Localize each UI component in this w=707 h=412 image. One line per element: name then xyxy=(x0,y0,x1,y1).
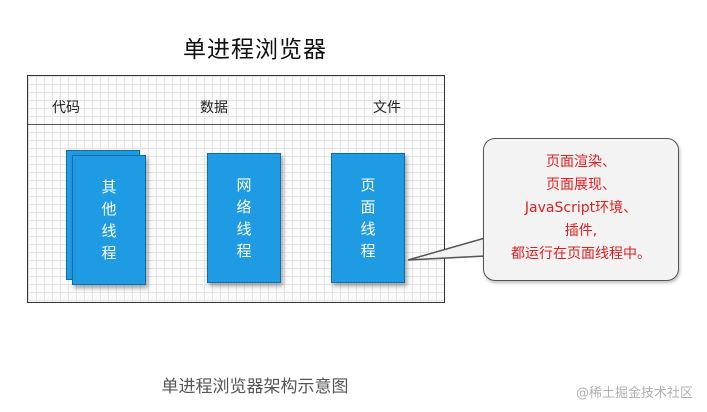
segment-label-file: 文件 xyxy=(373,100,401,116)
thread-page-label: 页面线程 xyxy=(360,176,376,260)
diagram-title: 单进程浏览器 xyxy=(183,37,327,63)
callout-line: 都运行在页面线程中。 xyxy=(511,246,651,262)
thread-other: 其他线程 xyxy=(72,155,146,285)
segment-label-code: 代码 xyxy=(52,100,80,116)
segment-label-data: 数据 xyxy=(200,100,228,116)
callout-line: 页面渲染、 xyxy=(546,154,616,170)
callout-line: 插件, xyxy=(564,223,598,239)
thread-other-label: 其他线程 xyxy=(101,178,117,262)
thread-page: 页面线程 xyxy=(331,153,405,283)
callout-text: 页面渲染、 页面展现、 JavaScript环境、 插件, 都运行在页面线程中。 xyxy=(484,151,678,266)
callout-line: 页面展现、 xyxy=(546,177,616,193)
segment-divider xyxy=(28,124,444,125)
watermark: @稀土掘金技术社区 xyxy=(575,386,693,401)
callout-line: JavaScript环境、 xyxy=(524,200,638,216)
callout-tail xyxy=(407,237,486,261)
diagram-caption: 单进程浏览器架构示意图 xyxy=(161,377,349,397)
thread-network: 网络线程 xyxy=(207,153,281,283)
callout-bubble: 页面渲染、 页面展现、 JavaScript环境、 插件, 都运行在页面线程中。 xyxy=(483,138,679,281)
thread-network-label: 网络线程 xyxy=(236,176,252,260)
